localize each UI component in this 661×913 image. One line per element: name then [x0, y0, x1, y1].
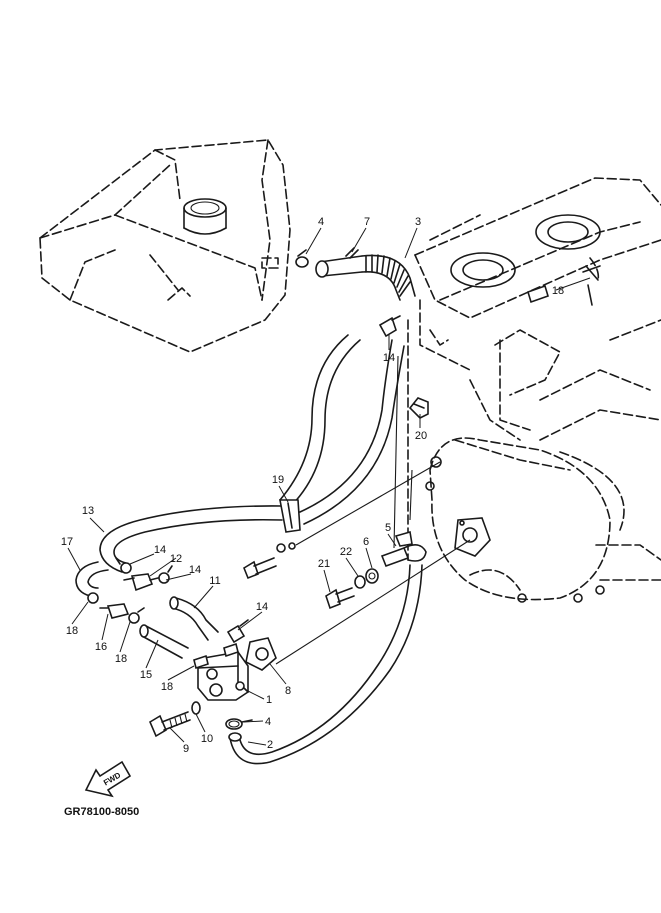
assembly-line-d: [409, 469, 413, 521]
intake-flange: [454, 517, 491, 557]
callout-4-upper: 4: [318, 216, 324, 228]
hose-15: [139, 624, 189, 659]
callout-6: 6: [363, 536, 369, 548]
collar-6: [365, 568, 379, 584]
callout-9: 9: [183, 743, 189, 755]
fuel-supply-hose: [279, 315, 405, 525]
hose-clamp-14d: [226, 619, 249, 644]
callout-19: 19: [272, 474, 284, 486]
callout-7: 7: [364, 216, 370, 228]
callout-20: 20: [415, 430, 427, 442]
callout-15: 15: [140, 669, 152, 681]
hose-17: [75, 561, 109, 597]
hose-clip-20: [408, 397, 429, 419]
callout-3: 3: [415, 216, 421, 228]
fwd-arrow-icon: FWD: [84, 760, 132, 798]
callout-12: 12: [170, 553, 182, 565]
callout-13: 13: [82, 505, 94, 517]
callout-21: 21: [318, 558, 330, 570]
callout-18-b: 18: [66, 625, 78, 637]
filler-neck: [183, 198, 227, 235]
hose-holder-19: [276, 499, 301, 553]
callout-10: 10: [201, 733, 213, 745]
gasket-8: [245, 637, 277, 671]
figure-reference-code: GR78100-8050: [64, 806, 139, 818]
assembly-line-b: [275, 539, 471, 665]
hose-2: [228, 564, 423, 765]
callout-16: 16: [95, 641, 107, 653]
callout-1: 1: [266, 694, 272, 706]
callout-14-b: 14: [154, 544, 166, 556]
callout-8: 8: [285, 685, 291, 697]
bolt-21: [325, 587, 355, 610]
washer-10: [191, 701, 201, 715]
callout-5: 5: [385, 522, 391, 534]
callout-22: 22: [340, 546, 352, 558]
callout-14-upper: 14: [383, 352, 395, 364]
callout-14-d: 14: [256, 601, 268, 613]
fuel-cock-body: [193, 642, 249, 701]
engine-block: [407, 177, 661, 603]
callout-11: 11: [209, 575, 220, 587]
fuel-tank: [39, 139, 291, 353]
callout-18-c: 18: [115, 653, 127, 665]
callout-14-c: 14: [189, 564, 201, 576]
hose-clamp-4-lower: [225, 718, 253, 730]
callout-17: 17: [61, 536, 73, 548]
leader-lines: [67, 227, 591, 746]
vent-hose: [315, 254, 416, 301]
fuel-filter-assembly: [87, 557, 173, 624]
assembly-line-a: [295, 461, 441, 546]
callout-4-lower: 4: [265, 716, 271, 728]
fitting-5: [380, 530, 427, 568]
washer-22: [354, 575, 366, 589]
hose-clamp-4-upper: [295, 249, 309, 268]
hose-clamp-7: [345, 247, 359, 259]
assembly-line-c: [393, 355, 399, 549]
bolt-holder: [243, 557, 277, 580]
callout-labels: 4 7 3 18 14 20 19 13 17 14 12 14 11 18 1…: [61, 216, 564, 755]
hose-11: [169, 596, 219, 641]
callout-18-upper: 18: [552, 285, 564, 297]
callout-2: 2: [267, 739, 273, 751]
callout-18-d: 18: [161, 681, 173, 693]
bolt-9: [148, 711, 191, 738]
